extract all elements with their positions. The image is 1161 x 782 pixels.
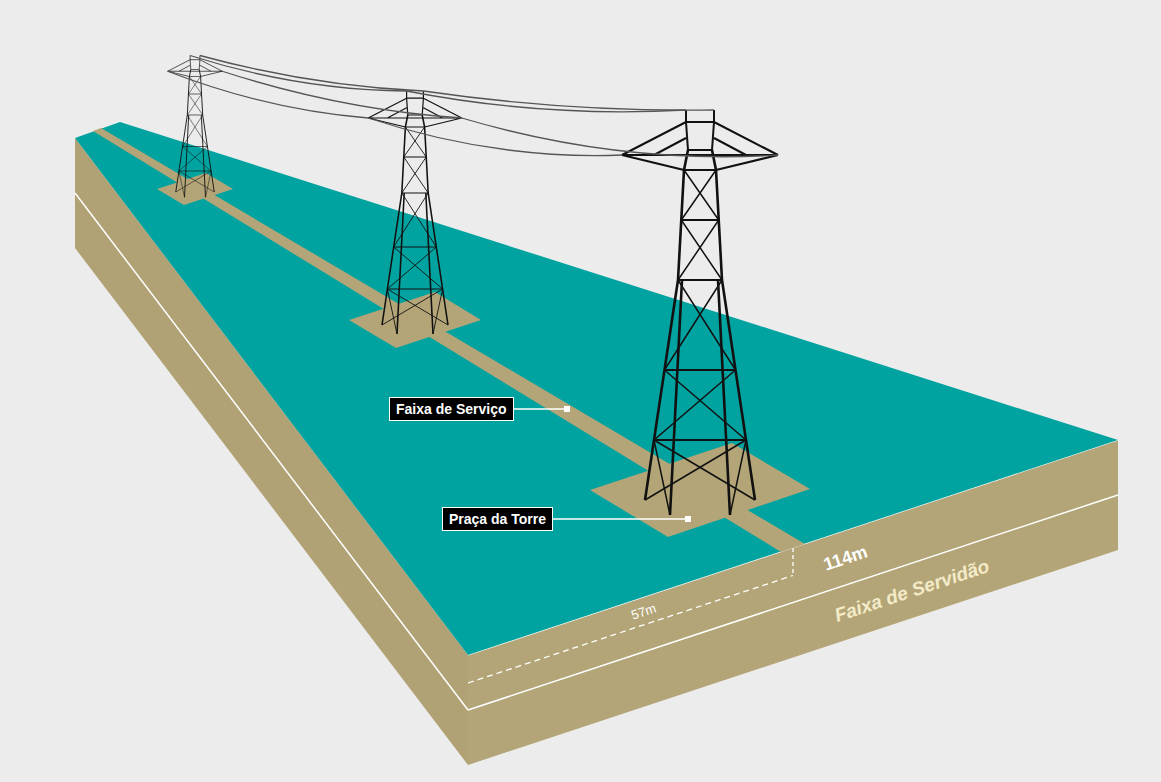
pad-label-box: Praça da Torre <box>442 507 553 531</box>
label-text: Praça da Torre <box>449 511 546 527</box>
leader-line <box>553 518 685 519</box>
dimension-label: 114m <box>821 542 869 573</box>
slab-top-face <box>75 122 1118 655</box>
dimension-label: 57m <box>630 601 658 621</box>
label-text: Faixa de Serviço <box>396 401 507 417</box>
conductors <box>168 56 778 157</box>
leader-line <box>514 408 564 409</box>
tower-pad <box>590 443 810 537</box>
transmission-tower <box>622 110 778 515</box>
transmission-tower <box>368 91 462 334</box>
leader-dot <box>564 406 570 412</box>
region-label: Faixa de Servidão <box>832 556 991 625</box>
tower-pad <box>349 292 481 348</box>
tower-pad <box>157 173 233 205</box>
leader-dot <box>685 516 691 522</box>
dimension-tick <box>792 548 793 576</box>
strip-label-box: Faixa de Serviço <box>389 397 514 421</box>
transmission-tower <box>168 55 223 197</box>
